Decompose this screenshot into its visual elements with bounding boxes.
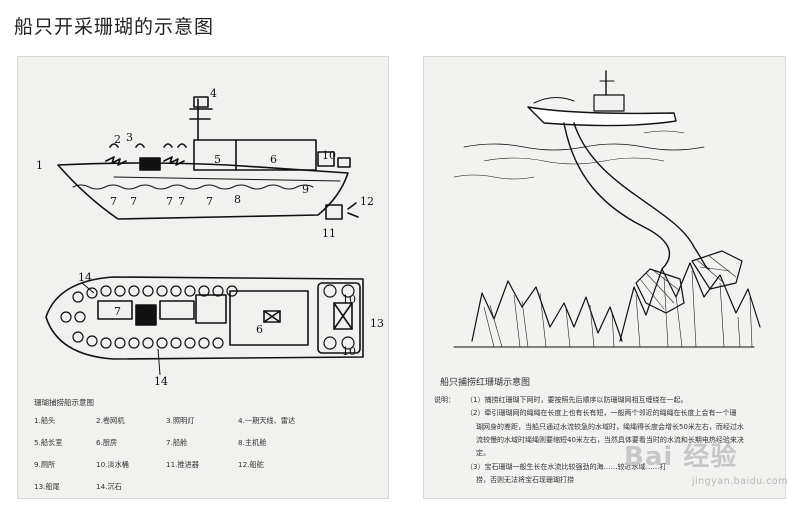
callout-label: 6 [270, 153, 277, 166]
legend-item: 14.沉石 [96, 482, 166, 492]
trawling-drawing [424, 57, 785, 367]
caption-line: 瑚网身的差距，当船只通过水流较急的水域时，绳绳得长度会增长50米左右，而经过水 [466, 421, 774, 434]
legend-item: 10.淡水桶 [96, 460, 166, 470]
callout-label: 11 [322, 227, 336, 240]
legend-item: 9.厕所 [34, 460, 96, 470]
legend-item: 6.厨房 [96, 438, 166, 448]
caption-title: 船只捕捞红珊瑚示意图 [440, 375, 774, 392]
legend-item: 8.主机舱 [238, 438, 328, 448]
legend-item: 4.一期天线、雷达 [238, 416, 328, 426]
legend-title: 珊瑚捕捞船示意图 [34, 397, 374, 408]
callout-label: 2 [114, 133, 121, 146]
caption-line: （2）牵引珊瑚网的绳绳在长度上也有长有短，一般两个邻近的绳绳在长度上会有一个珊 [466, 407, 774, 420]
legend-item: 1.船头 [34, 416, 96, 426]
callout-label: 7 [110, 195, 117, 208]
trawling-illustration-sheet: 船只捕捞红珊瑚示意图 说明： （1）捕捞红珊瑚下网时，要按照先后顺序以防珊瑚网相… [423, 56, 786, 499]
callout-label: 13 [370, 317, 384, 330]
legend-item: 7.船舱 [166, 438, 238, 448]
watermark-logo: Bai 经验 [624, 436, 764, 473]
watermark-url: jingyan.baidu.com [692, 476, 788, 487]
callout-label: 12 [360, 195, 374, 208]
caption-label: 说明： [434, 394, 466, 487]
callout-label: 10 [342, 293, 356, 306]
callout-label: 7 [130, 195, 137, 208]
legend-item: 13.船尾 [34, 482, 96, 492]
callout-label: 14 [154, 375, 168, 387]
ship-legend: 珊瑚捕捞船示意图 1.船头 2.卷网机 3.照明灯 4.一期天线、雷达 5.船长… [34, 397, 374, 492]
callout-label: 4 [210, 87, 217, 100]
legend-item: 5.船长室 [34, 438, 96, 448]
legend-item: 11.推进器 [166, 460, 238, 470]
legend-item: 12.船舵 [238, 460, 328, 470]
legend-item: 3.照明灯 [166, 416, 238, 426]
ship-diagram-sheet: 1 2 3 4 5 6 7 7 7 7 7 8 9 10 11 12 13 14… [17, 56, 389, 499]
caption-line: （1）捕捞红珊瑚下网时，要按照先后顺序以防珊瑚网相互缠绕在一起。 [466, 394, 774, 407]
ship-drawing: 1 2 3 4 5 6 7 7 7 7 7 8 9 10 11 12 13 14… [18, 57, 388, 387]
callout-label: 6 [256, 323, 263, 336]
callout-label: 14 [78, 271, 92, 284]
legend-item: 2.卷网机 [96, 416, 166, 426]
callout-label: 9 [302, 183, 309, 196]
callout-label: 10 [342, 345, 356, 358]
callout-label: 7 [206, 195, 213, 208]
callout-label: 5 [214, 153, 221, 166]
callout-label: 1 [36, 159, 43, 172]
callout-label: 3 [126, 131, 133, 144]
callout-label: 8 [234, 193, 241, 206]
callout-label: 10 [322, 149, 336, 162]
callout-label: 7 [166, 195, 173, 208]
callout-label: 7 [114, 305, 121, 318]
page-title: 船只开采珊瑚的示意图 [14, 12, 214, 39]
legend-grid: 1.船头 2.卷网机 3.照明灯 4.一期天线、雷达 5.船长室 6.厨房 7.… [34, 416, 374, 492]
callout-label: 7 [178, 195, 185, 208]
baidu-watermark: Bai 经验 jingyan.baidu.com [624, 436, 764, 492]
